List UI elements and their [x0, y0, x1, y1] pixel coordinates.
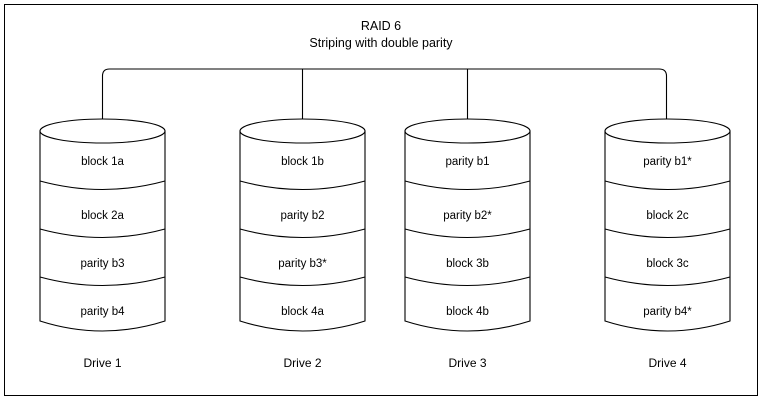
drive-cylinder-2: [239, 118, 366, 332]
drive-1-segment-3: parity b3: [80, 258, 125, 270]
drive-label-1: Drive 1: [83, 356, 122, 370]
drive-cylinder-1: [39, 118, 166, 332]
drive-4-segment-4: parity b4*: [643, 306, 692, 318]
drive-4-segment-2: block 2c: [646, 210, 689, 222]
drive-label-2: Drive 2: [283, 356, 322, 370]
diagram-title-block: RAID 6 Striping with double parity: [0, 18, 762, 52]
drive-3-segment-4: block 4b: [446, 306, 489, 318]
drive-4-segment-3: block 3c: [646, 258, 689, 270]
drive-cylinder-4: [604, 118, 731, 332]
drive-label-4: Drive 4: [648, 356, 687, 370]
drive-cylinder-3: [404, 118, 531, 332]
drive-2-segment-2: parity b2: [280, 210, 325, 222]
drive-2-segment-3: parity b3*: [278, 258, 327, 270]
bus-connector: [101, 68, 668, 131]
drive-1-segment-4: parity b4: [80, 306, 125, 318]
drive-label-3: Drive 3: [448, 356, 487, 370]
drive-2-segment-1: block 1b: [281, 156, 324, 168]
diagram-title: RAID 6: [360, 19, 402, 33]
diagram-subtitle: Striping with double parity: [309, 36, 453, 50]
drive-3-segment-1: parity b1: [445, 156, 490, 168]
drive-3-segment-2: parity b2*: [443, 210, 492, 222]
drive-2-segment-4: block 4a: [281, 306, 324, 318]
drive-1-segment-1: block 1a: [81, 156, 124, 168]
drive-4-segment-1: parity b1*: [643, 156, 692, 168]
drive-1-segment-2: block 2a: [81, 210, 124, 222]
drive-3-segment-3: block 3b: [446, 258, 489, 270]
diagram-border: [4, 4, 758, 396]
